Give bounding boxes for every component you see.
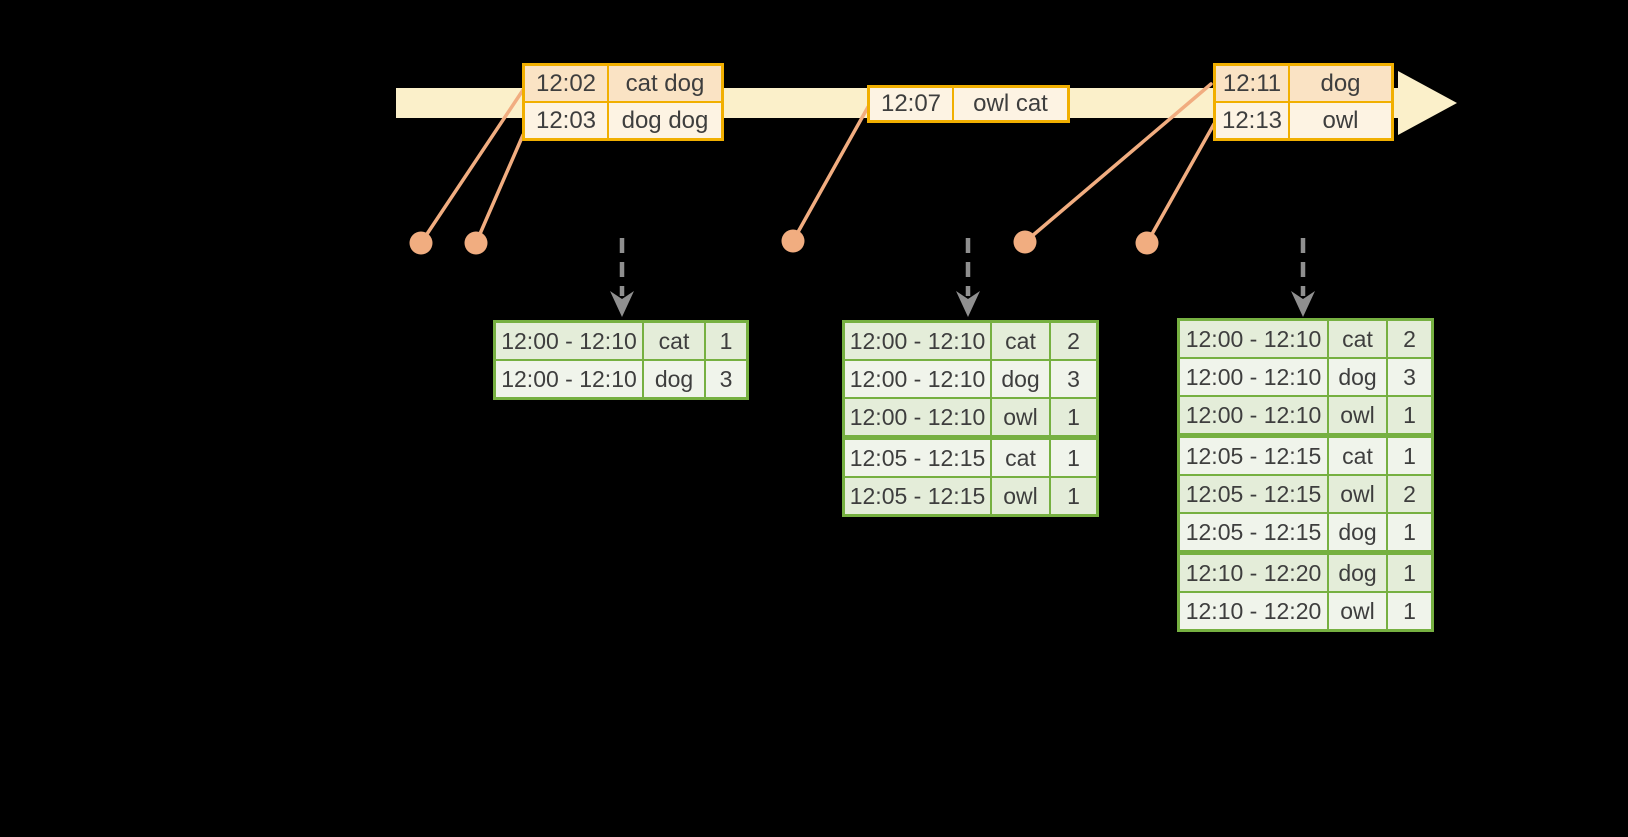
word-cell: dog [1329,359,1386,395]
word-cell: dog [644,361,704,397]
event-time: 12:02 [525,66,607,101]
word-cell: cat [1329,438,1386,474]
count-cell: 1 [1388,514,1431,550]
event-dot-icon [1013,230,1037,254]
event-time: 12:07 [870,88,952,120]
word-cell: owl [992,478,1049,514]
word-cell: cat [644,323,704,359]
word-cell: dog [1329,555,1386,591]
count-cell: 1 [706,323,746,359]
event-dot-icon [1135,231,1159,255]
word-cell: owl [1329,397,1386,433]
window-cell: 12:00 - 12:10 [1180,321,1327,357]
window-cell: 12:00 - 12:10 [496,323,642,359]
window-cell: 12:05 - 12:15 [1180,476,1327,512]
event-time: 12:11 [1216,66,1288,101]
window-cell: 12:00 - 12:10 [1180,359,1327,395]
word-cell: owl [1329,476,1386,512]
word-cell: cat [1329,321,1386,357]
event-dot-icon [464,231,488,255]
window-cell: 12:10 - 12:20 [1180,593,1327,629]
trigger-arrowhead-icon [610,291,634,317]
window-cell: 12:05 - 12:15 [1180,514,1327,550]
count-cell: 1 [1388,593,1431,629]
window-cell: 12:10 - 12:20 [1180,555,1327,591]
count-cell: 2 [1388,321,1431,357]
event-words: cat dog [609,66,721,101]
count-cell: 2 [1051,323,1096,359]
timeline-arrowhead-icon [1398,71,1457,135]
count-cell: 3 [1388,359,1431,395]
count-cell: 3 [706,361,746,397]
window-cell: 12:00 - 12:10 [845,399,990,435]
count-cell: 1 [1388,555,1431,591]
event-dot-icon [409,231,433,255]
word-cell: cat [992,440,1049,476]
word-cell: cat [992,323,1049,359]
callout-line-1213 [1145,122,1216,245]
count-cell: 1 [1388,438,1431,474]
trigger-arrowhead-icon [1291,291,1315,317]
callout-line-1203 [474,133,525,245]
window-cell: 12:05 - 12:15 [845,478,990,514]
event-callout-lines [419,82,1216,245]
count-cell: 1 [1051,440,1096,476]
event-words: owl [1290,103,1391,138]
count-cell: 2 [1388,476,1431,512]
window-cell: 12:00 - 12:10 [845,323,990,359]
callout-line-1202 [419,88,525,245]
count-cell: 3 [1051,361,1096,397]
word-cell: dog [1329,514,1386,550]
count-cell: 1 [1051,399,1096,435]
event-words: dog dog [609,103,721,138]
word-cell: owl [1329,593,1386,629]
event-time: 12:13 [1216,103,1288,138]
window-cell: 12:05 - 12:15 [845,440,990,476]
event-dot-icon [781,229,805,253]
word-cell: owl [992,399,1049,435]
event-marker-dots [409,229,1159,255]
window-cell: 12:00 - 12:10 [845,361,990,397]
count-cell: 1 [1388,397,1431,433]
event-words: owl cat [954,88,1067,120]
event-words: dog [1290,66,1391,101]
trigger-arrowhead-icon [956,291,980,317]
event-time: 12:03 [525,103,607,138]
word-cell: dog [992,361,1049,397]
count-cell: 1 [1051,478,1096,514]
window-cell: 12:00 - 12:10 [496,361,642,397]
callout-line-1211 [1023,82,1213,244]
window-cell: 12:00 - 12:10 [1180,397,1327,433]
window-cell: 12:05 - 12:15 [1180,438,1327,474]
callout-line-1207 [791,105,870,243]
trigger-arrows [610,238,1315,317]
